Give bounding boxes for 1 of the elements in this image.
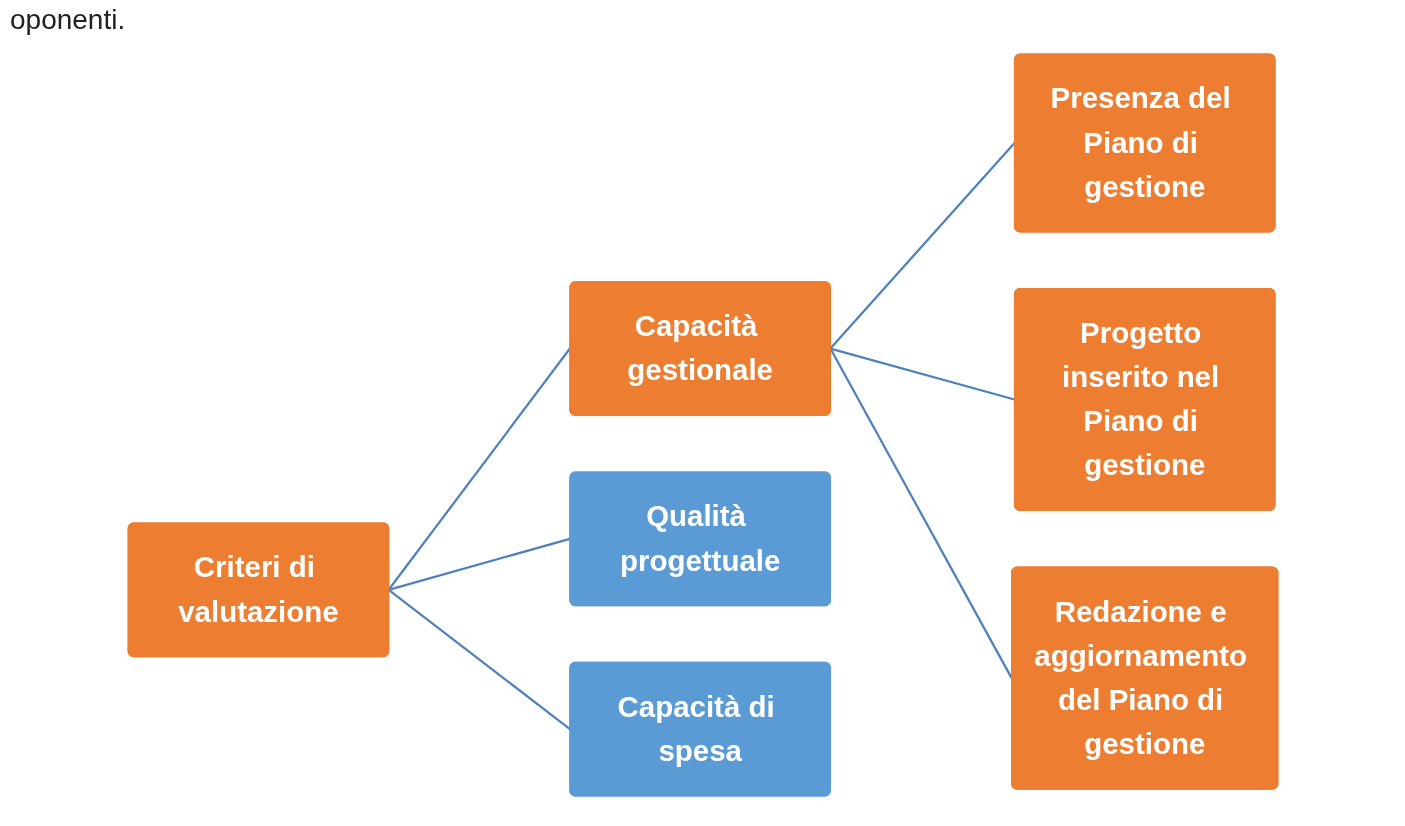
note-text: oponenti. (10, 4, 127, 36)
